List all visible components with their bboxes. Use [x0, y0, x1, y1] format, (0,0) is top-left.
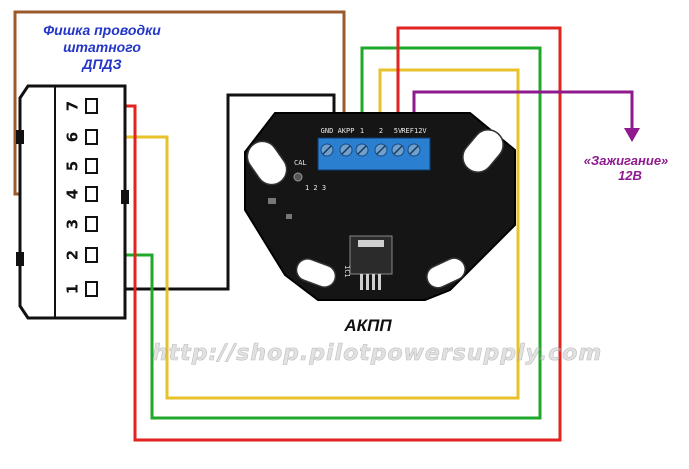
mount-slot-right-icon [462, 129, 504, 173]
connector-title-line-2: штатного [63, 39, 141, 55]
mount-slot-bottom-right-icon [426, 257, 466, 289]
pin-number: 6 [64, 132, 82, 142]
pin-number: 7 [64, 101, 82, 111]
screw-slot [341, 145, 351, 155]
smd-component [286, 214, 292, 219]
terminal-label: AKPP [338, 127, 355, 135]
wire-yellow [95, 68, 520, 400]
ignition-label: «Зажигание» [584, 153, 669, 168]
pin-number: 3 [64, 219, 82, 229]
cal-numbers: 1 2 3 [305, 184, 326, 192]
smd-component [268, 198, 276, 204]
cal-label: CAL [294, 159, 307, 167]
terminal-label: REF12V [401, 127, 427, 135]
wire-red [95, 26, 562, 442]
pin-number: 1 [64, 284, 82, 294]
pin-socket [85, 129, 98, 145]
screw-slot [322, 145, 332, 155]
terminal-label: 5V [394, 127, 403, 135]
arrow-down-icon [624, 128, 640, 142]
wire-green [95, 46, 542, 420]
pin-number: 4 [64, 189, 82, 199]
terminal-label: 1 [360, 127, 364, 135]
terminal-screws [320, 143, 421, 157]
screw-slot [357, 145, 367, 155]
hall-sensor-chip: 1C1 [343, 235, 393, 290]
screw-slot [409, 145, 419, 155]
connector-pins: 7 6 5 4 3 2 1 [64, 98, 98, 297]
terminal-label: 2 [379, 127, 383, 135]
pin-socket [85, 281, 98, 297]
terminal-label: GND [321, 127, 334, 135]
pin-socket [85, 158, 98, 174]
screw-slot [393, 145, 403, 155]
chip-marking: 1C1 [343, 265, 351, 278]
board-label: АКПП [343, 316, 392, 335]
connector-title: Фишка проводки штатного ДПДЗ [43, 22, 161, 72]
pin-socket [85, 216, 98, 232]
connector-title-line-3: ДПДЗ [81, 56, 121, 72]
screw-slot [376, 145, 386, 155]
connector-title-line-1: Фишка проводки [43, 22, 161, 38]
mount-slot-left-icon [246, 140, 288, 186]
connector-plug [16, 84, 129, 320]
mount-slot-bottom-left-icon [295, 258, 337, 288]
pin-number: 2 [64, 250, 82, 260]
ignition-voltage: 12В [618, 168, 642, 183]
pin-socket [85, 247, 98, 263]
pin-socket [85, 186, 98, 202]
watermark: http://shop.pilotpowersupply.com [152, 341, 602, 366]
cal-button[interactable] [293, 172, 303, 182]
pin-number: 5 [64, 161, 82, 171]
pin-socket [85, 98, 98, 114]
